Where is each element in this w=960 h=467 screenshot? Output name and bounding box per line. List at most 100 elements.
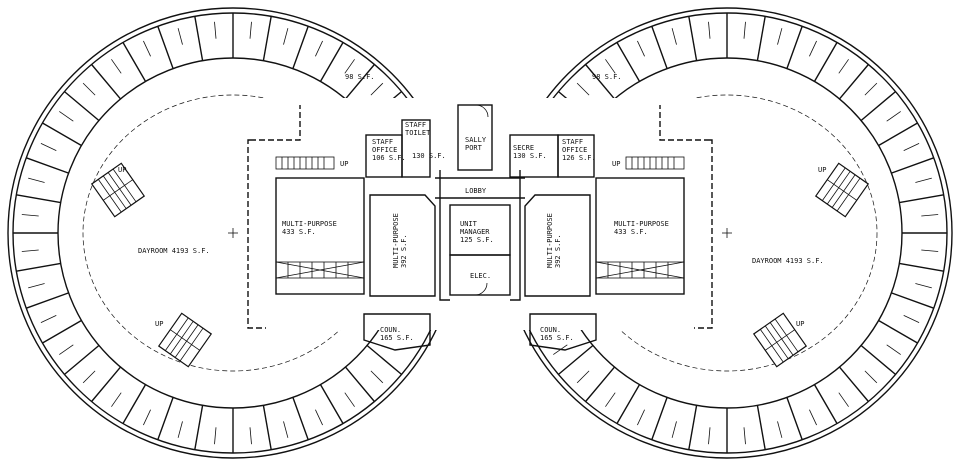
cell-bunk — [143, 40, 151, 57]
cell-partition — [64, 344, 100, 375]
cell-partition — [262, 16, 272, 61]
cell-bunk — [28, 283, 45, 289]
cell-bunk — [21, 214, 39, 217]
left-lower-stair — [157, 312, 213, 368]
cell-bunk — [886, 344, 901, 355]
cell-partition — [366, 344, 402, 375]
cell-bunk — [864, 370, 878, 384]
electrical-room — [449, 254, 511, 296]
cell-partition — [651, 26, 668, 69]
center-mark-icon — [228, 228, 238, 238]
cell-partition — [878, 122, 918, 147]
right-cells — [553, 13, 947, 453]
cell-partition — [585, 64, 616, 100]
cell-bunk — [838, 392, 849, 407]
cell-bunk — [344, 392, 355, 407]
left-upper-stair-up-label: UP — [118, 166, 126, 174]
cell-bunk — [671, 28, 677, 45]
cell-bunk — [370, 370, 384, 384]
cell-bunk — [59, 111, 74, 122]
cell-bunk — [283, 28, 289, 45]
cell-bunk — [743, 21, 746, 39]
left-multipurpose-vertical — [369, 194, 436, 297]
cell-bunk — [111, 59, 122, 74]
cell-bunk — [249, 21, 252, 39]
cell-bunk — [283, 421, 289, 438]
cell-bunk — [921, 214, 939, 217]
cell-bunk — [915, 283, 932, 289]
cell-bunk — [40, 143, 57, 151]
cell-partition — [319, 42, 344, 82]
cell-partition — [786, 397, 803, 440]
cell-partition — [860, 91, 896, 122]
cell-bunk — [605, 59, 616, 74]
cell-bunk — [576, 82, 590, 96]
cell-bunk — [886, 111, 901, 122]
cell-bunk — [637, 40, 645, 57]
cell-bunk — [40, 315, 57, 323]
right-upper-stair-up-label: UP — [818, 166, 826, 174]
cell-bunk — [838, 59, 849, 74]
right-pod — [501, 7, 953, 459]
cell-partition — [26, 157, 69, 174]
cell-partition — [878, 319, 918, 344]
cell-bunk — [576, 370, 590, 384]
cell-partition — [688, 16, 698, 61]
cell-bunk — [708, 21, 711, 39]
right-upper-stair — [814, 162, 870, 218]
left-counseling-room — [363, 313, 431, 351]
cell-bunk — [59, 344, 74, 355]
elec-label: ELEC. — [470, 272, 491, 280]
right-counseling-label: COUN.165 S.F. — [540, 326, 574, 342]
cell-bunk — [921, 249, 939, 252]
cell-partition — [651, 397, 668, 440]
cell-bunk — [903, 143, 920, 151]
cell-bunk — [864, 82, 878, 96]
left-98sf-label: 98 S.F. — [345, 73, 375, 81]
right-vertical-mp-wrap: MULTI-PURPOSE392 S.F. — [546, 213, 562, 268]
cell-partition — [91, 64, 122, 100]
sally-port — [457, 104, 493, 171]
cell-bunk — [177, 28, 183, 45]
cell-partition — [91, 366, 122, 402]
cell-partition — [756, 16, 766, 61]
left-core-dashed-boundary — [247, 105, 301, 329]
cell-partition — [558, 344, 594, 375]
right-multipurpose-vertical — [524, 194, 591, 297]
left-core-up-label: UP — [340, 160, 348, 168]
right-lower-stair — [752, 312, 808, 368]
left-multipurpose-casework — [275, 261, 365, 279]
right-core-dashed-boundary — [659, 105, 713, 329]
cell-partition — [899, 194, 944, 204]
cell-bunk — [111, 392, 122, 407]
right-98sf-label: 98 S.F. — [592, 73, 622, 81]
cell-bunk — [214, 21, 217, 39]
left-vertical-multipurpose-label: MULTI-PURPOSE392 S.F. — [392, 213, 408, 268]
cell-partition — [616, 42, 641, 82]
cell-partition — [292, 397, 309, 440]
right-multipurpose-room — [595, 177, 685, 295]
room-labels: DAYROOM 4193 S.F. DAYROOM 4193 S.F. 98 S… — [118, 73, 826, 342]
cell-partition — [262, 405, 272, 450]
stair-icon — [625, 156, 685, 170]
cell-partition — [838, 64, 869, 100]
cell-partition — [157, 397, 174, 440]
cell-bunk — [82, 370, 96, 384]
left-staff-toilet — [401, 119, 431, 178]
cell-bunk — [143, 409, 151, 426]
cell-partition — [860, 344, 896, 375]
cell-partition — [16, 262, 61, 272]
right-lower-stair-up-label: UP — [796, 320, 804, 328]
cell-partition — [344, 64, 375, 100]
cell-bunk — [249, 427, 252, 445]
cell-bunk — [777, 421, 783, 438]
left-upper-stair — [90, 162, 146, 218]
cell-bunk — [637, 409, 645, 426]
cell-bunk — [370, 82, 384, 96]
cell-partition — [891, 292, 934, 309]
